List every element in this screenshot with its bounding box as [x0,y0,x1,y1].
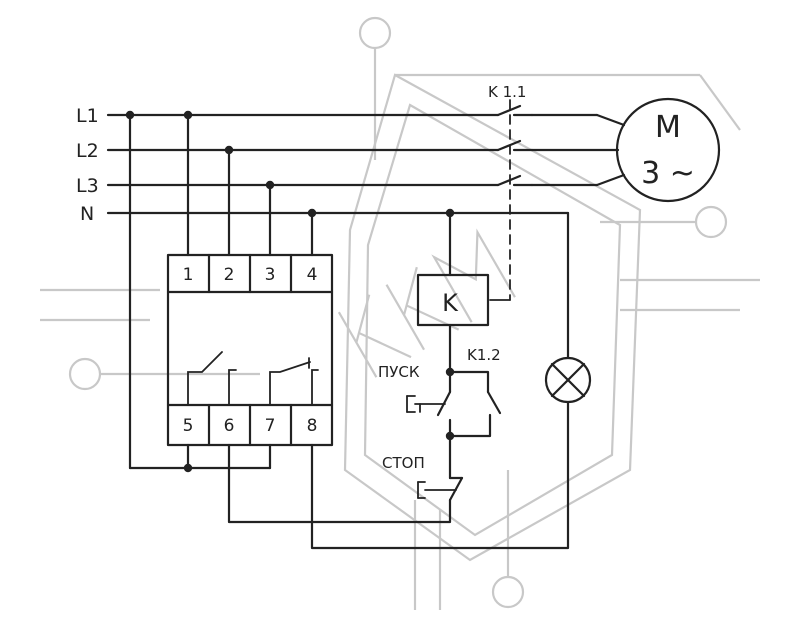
start-button-label: ПУСК [378,363,420,381]
start-button [406,370,452,438]
line-label-n: N [80,203,94,225]
relay-terminal-7: 7 [265,416,276,436]
supply-lines [106,113,570,215]
coil-label: K [442,289,459,317]
motor-label-phase: 3 ~ [641,156,695,191]
relay-terminal-1: 1 [183,265,194,285]
aux-contact-k12 [448,370,502,438]
stop-button-label: СТОП [382,454,425,472]
coil-box [416,273,490,327]
stop-button [417,434,464,502]
indicator-lamp [544,211,592,404]
line-label-l1: L1 [76,105,99,127]
motor [530,97,721,203]
contactor-coil [416,211,490,374]
relay-terminal-5: 5 [183,416,194,436]
watermark-logo [40,16,760,610]
relay-terminal-8: 8 [307,416,318,436]
motor-label-m: M [655,110,681,145]
contactor-main-contacts [489,99,534,301]
motor-circle [615,97,721,203]
contactor-main-label: K 1.1 [488,83,526,101]
relay-terminal-2: 2 [224,265,235,285]
relay-terminal-6: 6 [224,416,235,436]
relay-block [166,253,334,447]
aux-contact-label: K1.2 [467,346,501,364]
relay-terminal-4: 4 [307,265,318,285]
lamp-circle [544,356,592,404]
junction-dots [125,110,455,473]
line-label-l2: L2 [76,140,99,162]
line-label-l3: L3 [76,175,99,197]
relay-supply-wires [128,113,570,550]
relay-terminal-3: 3 [265,265,276,285]
